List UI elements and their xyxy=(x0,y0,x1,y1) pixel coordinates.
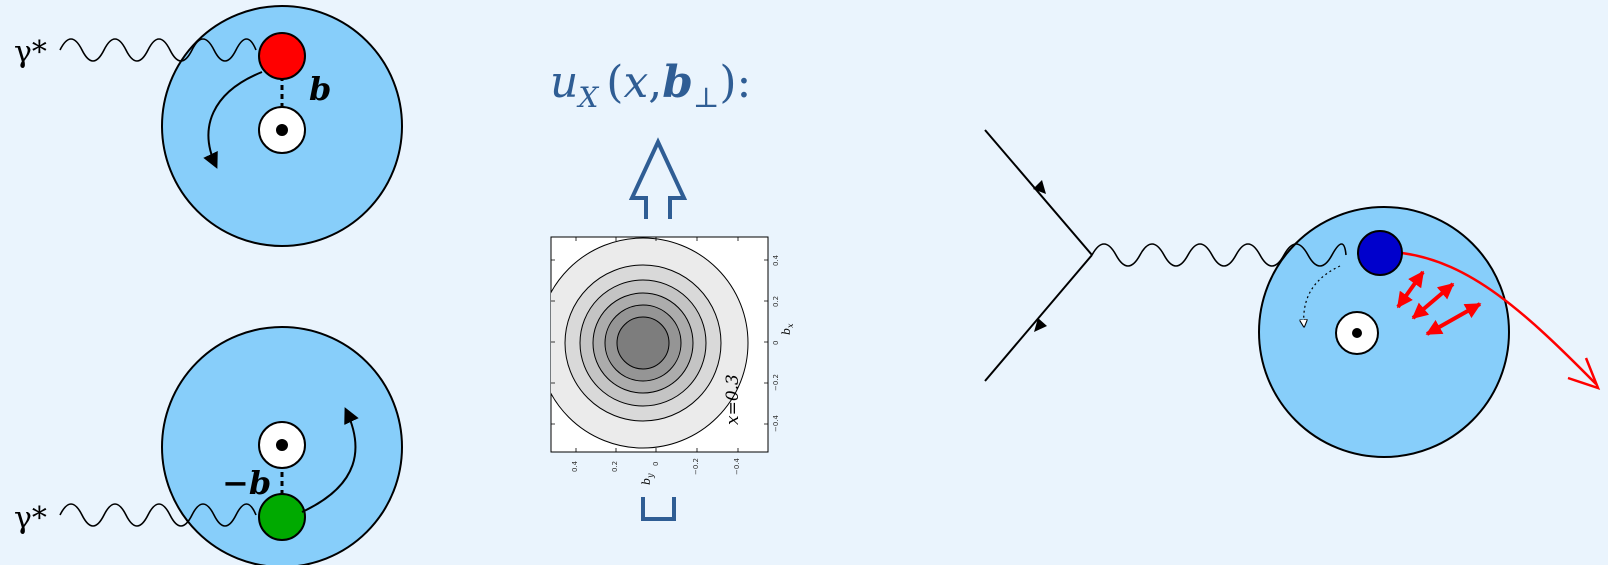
gpd-formula: uX(x,b⊥): xyxy=(550,57,751,114)
incoming-lepton-line xyxy=(984,254,1093,382)
rotation-arrow xyxy=(203,71,263,169)
photon-label: γ* xyxy=(14,501,47,536)
x-tick-labels: 0.4 0.2 0 −0.2 −0.4 xyxy=(571,457,741,475)
plot-ticks xyxy=(551,237,768,452)
x-tick-label: −0.2 xyxy=(692,458,700,475)
spectator-dot xyxy=(276,439,288,451)
top-left-nucleon-diagram: γ* b xyxy=(14,5,403,247)
red-quark xyxy=(258,32,306,80)
blue-quark xyxy=(1357,230,1403,276)
photon-label: γ* xyxy=(14,35,47,70)
y-tick-label: 0.2 xyxy=(772,296,780,307)
x-value-annotation: x=0.3 xyxy=(723,374,743,425)
implies-up-arrow-icon xyxy=(628,137,688,219)
x-tick-label: −0.4 xyxy=(733,457,741,475)
bottom-left-nucleon-diagram: γ* −b xyxy=(14,326,403,565)
virtual-photon-wave xyxy=(59,38,257,62)
contour-plot-inset: 0.4 0.2 0 −0.2 −0.4 0.4 0.2 0 −0.2 −0.4 … xyxy=(550,236,795,485)
spectator-dot xyxy=(276,124,288,136)
x-tick-label: 0 xyxy=(652,462,660,466)
virtual-photon-wave xyxy=(1091,243,1347,267)
contour-level-6 xyxy=(616,316,670,370)
minus-b-vector-label: −b xyxy=(222,464,271,502)
outgoing-quark-trajectory xyxy=(1401,251,1597,385)
nucleon-disc xyxy=(1258,206,1510,458)
contour-levels xyxy=(551,237,749,449)
green-quark xyxy=(258,493,306,541)
y-tick-label: 0.4 xyxy=(772,254,780,266)
fermion-arrow-icon xyxy=(1033,180,1046,194)
dotted-rotation-arrow xyxy=(1304,265,1341,326)
y-tick-label: −0.2 xyxy=(772,374,780,391)
y-axis-label: bx xyxy=(780,323,795,335)
virtual-photon-wave xyxy=(59,503,257,527)
fermion-arrow-icon xyxy=(1034,318,1047,332)
force-arrow xyxy=(1411,282,1455,320)
spectator-dot xyxy=(1352,328,1362,338)
right-scattering-diagram xyxy=(984,129,1601,458)
outgoing-arrow-head-icon xyxy=(1567,357,1601,391)
x-tick-label: 0.2 xyxy=(611,461,619,472)
y-tick-labels: 0.4 0.2 0 −0.2 −0.4 xyxy=(772,254,780,432)
force-arrow xyxy=(1425,302,1482,336)
x-axis-label: by xyxy=(640,473,655,485)
outgoing-lepton-line xyxy=(984,129,1093,256)
bracket-symbol-icon xyxy=(641,497,676,521)
b-vector-label: b xyxy=(309,70,331,108)
y-tick-label: −0.4 xyxy=(772,414,780,432)
force-arrow xyxy=(1396,270,1425,309)
x-tick-label: 0.4 xyxy=(571,460,579,472)
final-state-interaction-arrows xyxy=(1396,270,1482,336)
y-tick-label: 0 xyxy=(772,341,780,345)
rotation-arrow xyxy=(301,407,359,513)
